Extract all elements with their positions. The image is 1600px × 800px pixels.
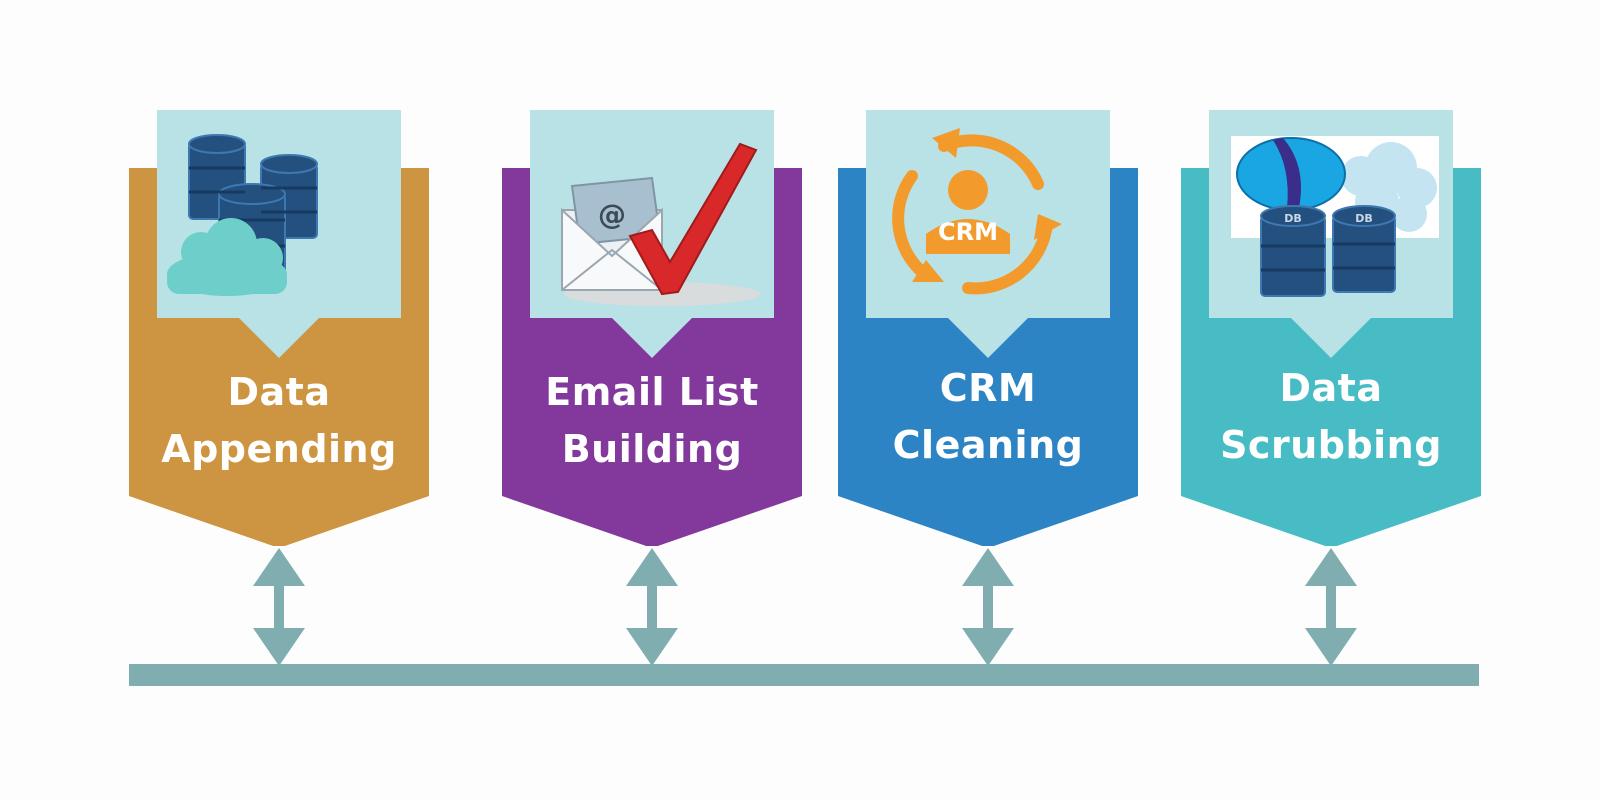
step-title-line-2: Cleaning (892, 423, 1084, 467)
step-card-data-scrubbing: DB DB Data Scrubbing (1181, 106, 1481, 546)
connector-baseline (129, 664, 1479, 686)
step-card-crm-cleaning: CRM CRM Cleaning (838, 106, 1138, 546)
step-card-data-appending: Data Appending (129, 106, 429, 546)
step-title-line-1: Data (1279, 366, 1383, 410)
card-shape: CRM (838, 110, 1138, 546)
email-checkmark-icon: @ (561, 142, 760, 306)
double-arrow-icon (1305, 548, 1357, 666)
step-card-email-list-building: @ Email List Building (502, 106, 802, 546)
db-scrub-icon: DB DB (1231, 136, 1439, 297)
step-title-line-1: Data (227, 370, 331, 414)
database-cloud-icon (167, 134, 318, 296)
step-title-line-1: Email List (545, 370, 759, 414)
card-shape: @ (502, 110, 802, 546)
step-title: Data Appending (129, 364, 429, 478)
step-title: Email List Building (502, 364, 802, 478)
double-arrow-icon (253, 548, 305, 666)
db-label: DB (1355, 212, 1373, 225)
double-arrow-icon (626, 548, 678, 666)
crm-icon-label: CRM (938, 218, 998, 246)
db-label: DB (1284, 212, 1302, 225)
step-title: Data Scrubbing (1181, 360, 1481, 474)
step-title-line-2: Building (561, 427, 743, 471)
card-shape (129, 110, 429, 546)
card-shape: DB DB (1181, 110, 1481, 546)
svg-text:@: @ (598, 198, 626, 231)
step-title-line-2: Appending (161, 427, 397, 471)
step-title-line-1: CRM (939, 366, 1037, 410)
double-arrow-icon (962, 548, 1014, 666)
step-title: CRM Cleaning (838, 360, 1138, 474)
crm-cycle-icon: CRM (892, 128, 1062, 295)
step-title-line-2: Scrubbing (1220, 423, 1442, 467)
